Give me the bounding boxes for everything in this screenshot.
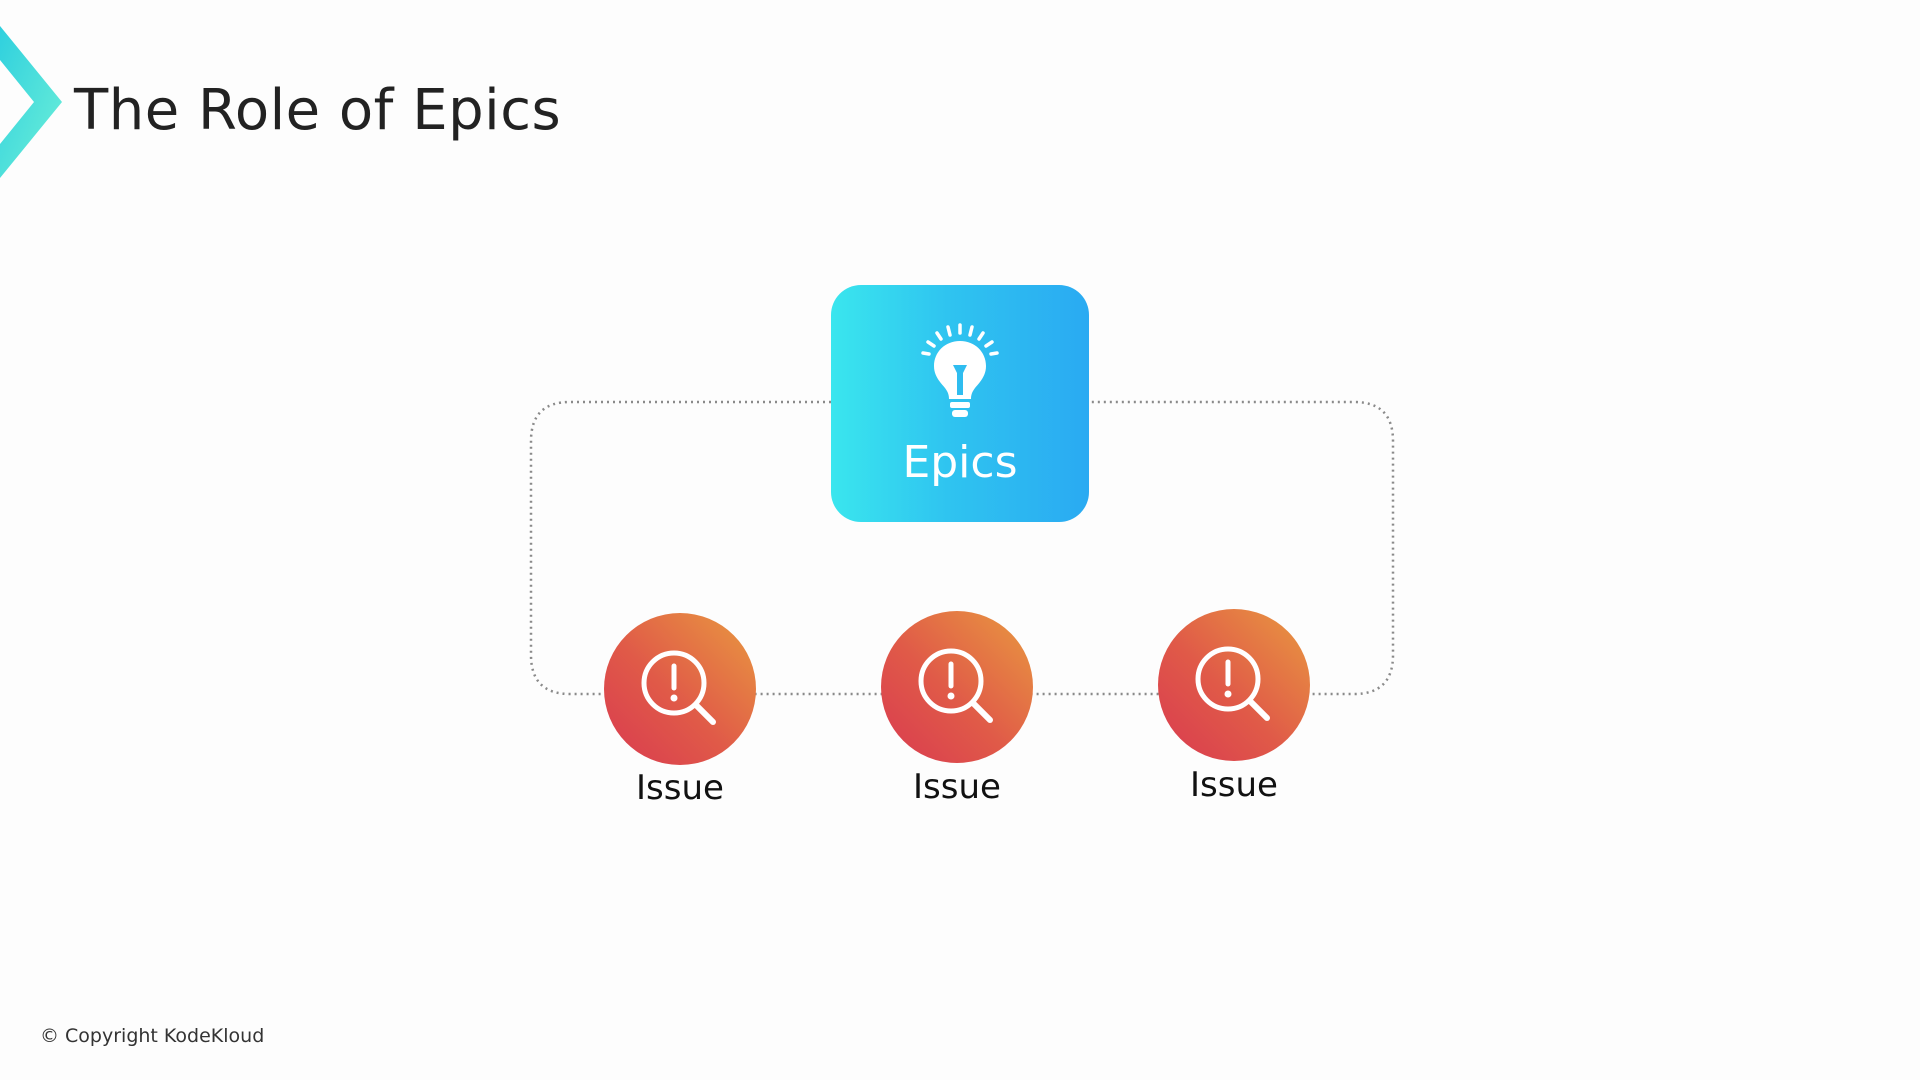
magnifier-exclamation-icon xyxy=(641,650,716,725)
issue-node-3 xyxy=(1158,609,1310,761)
magnifier-exclamation-icon xyxy=(918,648,993,723)
issue-node-2 xyxy=(881,611,1033,763)
magnifier-exclamation-icon xyxy=(1195,646,1270,721)
brand-chevron-icon xyxy=(0,26,62,178)
lightbulb-icon xyxy=(921,323,999,417)
issue-label-3: Issue xyxy=(1190,765,1278,805)
copyright-footer: © Copyright KodeKloud xyxy=(40,1025,265,1047)
epic-label: Epics xyxy=(902,437,1018,488)
issue-label-2: Issue xyxy=(913,767,1001,807)
issue-node-1 xyxy=(604,613,756,765)
issue-label-1: Issue xyxy=(636,768,724,808)
page-title: The Role of Epics xyxy=(74,78,562,143)
epic-card: Epics xyxy=(831,285,1089,522)
